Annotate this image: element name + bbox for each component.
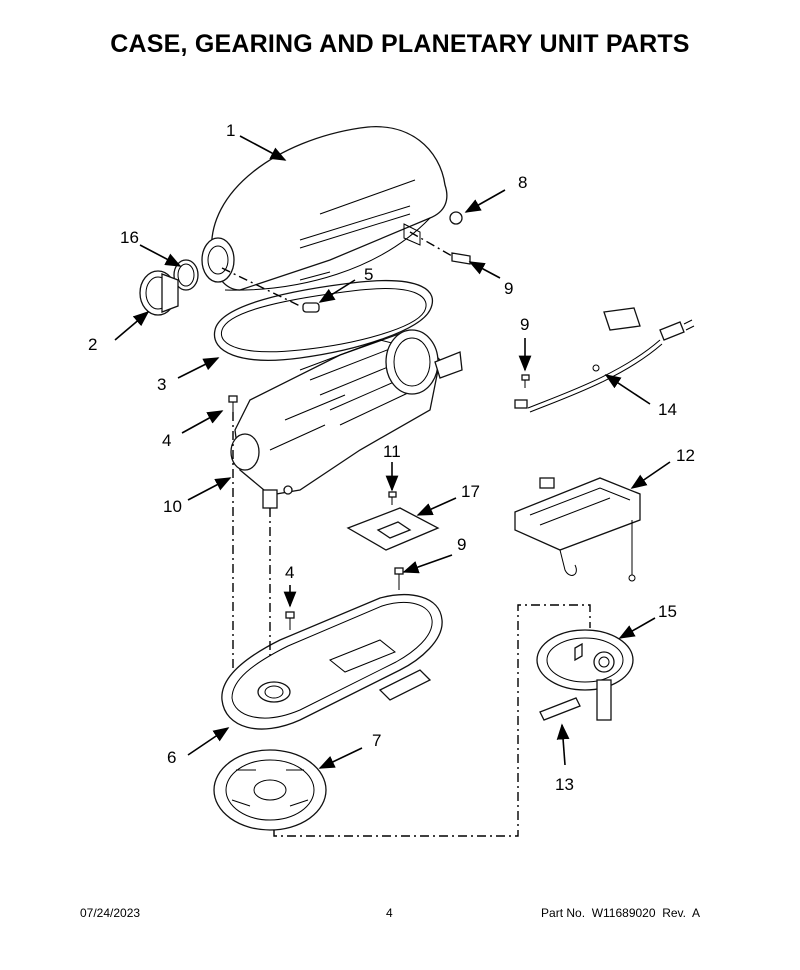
callout-17: 17 (461, 482, 480, 501)
part-11-screw (388, 491, 397, 505)
part-2-hub-cover (139, 270, 179, 316)
callout-8: 8 (518, 173, 527, 192)
part-8-plug (449, 211, 463, 225)
callout-11: 11 (383, 442, 401, 461)
part-15-planetary-unit (536, 629, 634, 721)
part-13-pin (539, 697, 581, 721)
part-12-control-board (514, 477, 641, 582)
callout-10: 10 (163, 497, 182, 516)
callout-12: 12 (676, 446, 695, 465)
callout-13: 13 (555, 775, 574, 794)
part-9-screw-housing (451, 252, 471, 265)
part-5-screw (302, 302, 320, 313)
part-1-motor-housing (201, 126, 448, 291)
footer-page-number: 4 (386, 906, 393, 920)
part-4-screw-upper (228, 395, 238, 412)
part-10-motor-gear-assembly (230, 329, 463, 509)
part-17-plate (346, 507, 440, 551)
part-7-ring-gear (213, 749, 327, 831)
callout-3: 3 (157, 375, 166, 394)
part-4-screw-lower (285, 611, 295, 630)
callout-16: 16 (120, 228, 139, 247)
callout-4-lower: 4 (285, 563, 294, 582)
callout-14: 14 (658, 400, 677, 419)
callout-9-gearcase: 9 (457, 535, 466, 554)
callout-2: 2 (88, 335, 97, 354)
callout-5: 5 (364, 265, 373, 284)
part-16-ring (173, 259, 199, 291)
callout-15: 15 (658, 602, 677, 621)
part-9-screw-cord (521, 374, 530, 388)
part-9-screw-gearcase (394, 567, 404, 590)
footer-part-number: Part No. W11689020 Rev. A (541, 906, 700, 920)
callout-9-housing: 9 (504, 279, 513, 298)
page-title: CASE, GEARING AND PLANETARY UNIT PARTS (110, 30, 690, 58)
footer-date: 07/24/2023 (80, 906, 141, 920)
callout-4-upper: 4 (162, 431, 171, 450)
part-14-power-cord (514, 307, 695, 413)
callout-9-cord: 9 (520, 315, 529, 334)
callout-1: 1 (226, 121, 235, 140)
callout-6: 6 (167, 748, 176, 767)
part-6-gear-case (221, 594, 443, 730)
callout-7: 7 (372, 731, 381, 750)
